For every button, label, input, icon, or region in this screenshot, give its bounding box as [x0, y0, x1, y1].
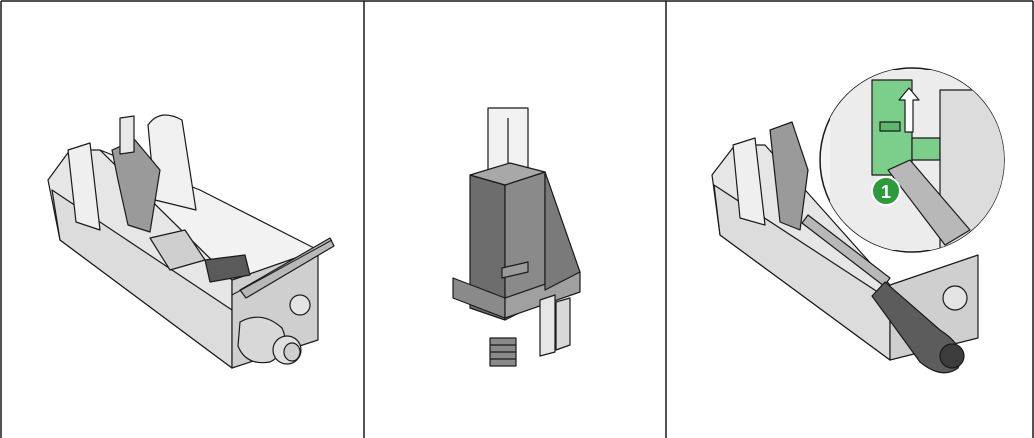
- step-badge: 1: [871, 176, 901, 206]
- housing-fin-center: [147, 114, 197, 211]
- inner-component-body: [111, 139, 161, 233]
- screwdriver-shaft-1: [239, 237, 335, 299]
- component-leg-2: [555, 297, 571, 351]
- housing3-fin: [732, 137, 766, 226]
- inner-terminal: [204, 254, 251, 283]
- screwdriver-handle: [871, 281, 962, 374]
- inner-component-top: [119, 115, 135, 155]
- detail-lever-tab: [911, 137, 941, 161]
- step-badge-number: 1: [881, 182, 891, 202]
- detail-lever-slot: [879, 121, 901, 132]
- detail-screwdriver-blade: [887, 159, 971, 246]
- panel-3-housing: [711, 121, 979, 374]
- component-slot: [501, 261, 529, 279]
- detail-arrow: [898, 87, 920, 133]
- component-wing: [544, 171, 581, 291]
- magnified-detail: [819, 67, 1005, 253]
- housing3-inner-component: [769, 121, 809, 231]
- panel-2-component: [452, 107, 581, 367]
- panel-1-housing: [47, 114, 335, 369]
- component-leg-1: [539, 294, 556, 357]
- housing-fin-left: [67, 142, 101, 231]
